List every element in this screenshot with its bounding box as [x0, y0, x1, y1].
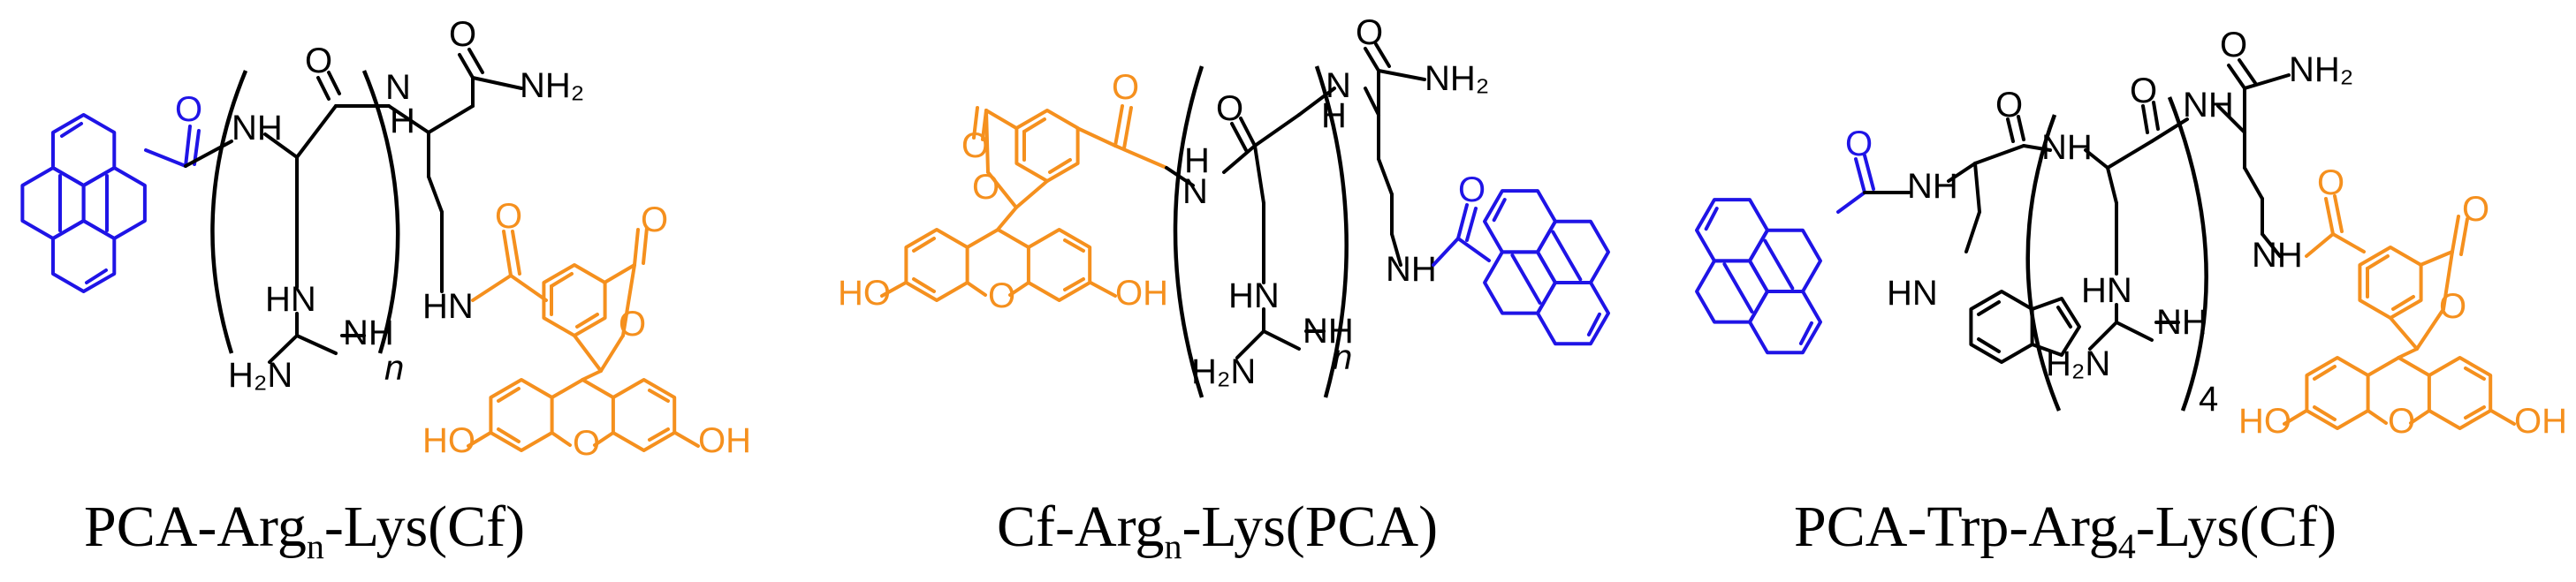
amide-h-1: H — [390, 102, 415, 140]
repeat-count-n-2: n — [1333, 338, 1352, 377]
guanidine-nh-3: NH — [2156, 303, 2207, 342]
cf-carbonyl-oxygen-2: O — [1112, 68, 1139, 107]
cf-hydroxyl-right-2: OH — [1115, 274, 1168, 313]
terminal-amide-nh2-2: NH₂ — [1425, 59, 1489, 98]
cf-carbonyl-oxygen-1: O — [495, 197, 522, 236]
structure-cf-arg-lys-pca: O O O O HO OH — [838, 13, 1645, 566]
cf-lactone-oxygen-top-2: O — [961, 126, 989, 165]
cf-hydroxyl-left-2: HO — [838, 274, 891, 313]
fluorescein-ring-icon — [542, 263, 607, 337]
cf-hydroxyl-left-3: HO — [2238, 402, 2291, 441]
fluorescein-ring-icon — [1014, 109, 1080, 183]
cf-lactone-oxygen-1: O — [619, 305, 646, 344]
amide-h-2: H — [1184, 141, 1210, 180]
amide-n-2b: N — [1326, 66, 1351, 105]
fluorescein-linker-bonds-1 — [471, 230, 548, 302]
pyrene-carbonyl-oxygen: O — [175, 90, 202, 129]
cf-hydroxyl-right-3: OH — [2514, 402, 2567, 441]
terminal-amide-nh2-1: NH₂ — [520, 66, 584, 105]
repeat-bracket-right-1 — [361, 70, 400, 354]
cf-hydroxyl-left-1: HO — [422, 421, 475, 460]
cf-hydroxyl-right-1: OH — [698, 421, 751, 460]
lysine-side-nh-2: NH — [1386, 250, 1437, 289]
indole-nh: HN — [1887, 274, 1938, 313]
caption-1: PCA-Argn-Lys(Cf) — [84, 495, 525, 566]
amide-nh-3: NH — [1907, 167, 1958, 206]
guanidine-hn-1: HN — [265, 280, 316, 319]
repeat-count-n-1: n — [384, 349, 404, 388]
repeat-bracket-left-2 — [1173, 65, 1204, 398]
amide-n-1: N — [385, 68, 411, 107]
cf-lactone-oxygen-3: O — [2439, 287, 2466, 326]
terminal-oxygen-1: O — [449, 15, 476, 54]
pyrene-ring-icon — [1660, 167, 1858, 385]
cf-carbonyl-oxygen-3: O — [2317, 163, 2344, 202]
carbonyl-oxygen-2: O — [1216, 89, 1243, 128]
pyrene-ring-icon — [20, 113, 147, 293]
indole-ring-icon — [1969, 290, 2081, 364]
backbone-bonds-1 — [184, 48, 523, 364]
xanthene-oxygen-3: O — [2388, 402, 2415, 441]
carbonyl-oxygen-1: O — [305, 42, 332, 80]
terminal-oxygen-3: O — [2220, 26, 2247, 64]
lysine-side-nh-1: HN — [422, 287, 474, 326]
carbonyl-oxygen-3b: O — [2130, 72, 2157, 110]
repeat-count-4: 4 — [2199, 380, 2218, 419]
amide-nh-1: NH — [232, 109, 283, 147]
guanidine-h2n-3: H₂N — [2046, 344, 2110, 383]
repeat-bracket-right-3 — [2167, 96, 2208, 412]
guanidine-hn-2: HN — [1228, 276, 1280, 315]
cf-lactone-oxygen-top-1: O — [641, 200, 668, 239]
structure-pca-arg-lys-cf: O NH O N — [20, 15, 751, 566]
guanidine-h2n-1: H₂N — [228, 356, 293, 395]
xanthene-oxygen-2: O — [988, 276, 1015, 315]
structure-pca-trp-arg-lys-cf: O — [1660, 26, 2567, 566]
terminal-amide-nh2-3: NH₂ — [2289, 50, 2353, 89]
pyrene-carbonyl-oxygen-2: O — [1458, 170, 1486, 209]
guanidine-h2n-2: H₂N — [1191, 352, 1256, 391]
pyrene-carbonyl-oxygen-3: O — [1845, 125, 1873, 163]
terminal-oxygen-2: O — [1356, 13, 1383, 52]
pyrene-carbonyl-bonds — [144, 125, 201, 168]
repeat-bracket-left-3 — [2025, 114, 2062, 412]
guanidine-hn-3: HN — [2081, 271, 2132, 310]
cf-lactone-oxygen-2: O — [972, 168, 999, 207]
amide-nh-3c: NH — [2183, 86, 2234, 125]
lysine-side-nh-3: NH — [2252, 236, 2303, 275]
repeat-bracket-right-2 — [1314, 65, 1349, 398]
carbonyl-oxygen-3: O — [1995, 86, 2023, 125]
amide-n-2: N — [1182, 172, 1208, 211]
repeat-bracket-left-1 — [210, 70, 248, 354]
xanthene-oxygen-1: O — [573, 424, 600, 463]
guanidine-nh-2: NH — [1303, 312, 1354, 351]
caption-2: Cf-Argn-Lys(PCA) — [997, 495, 1438, 566]
caption-3: PCA-Trp-Arg4-Lys(Cf) — [1794, 495, 2337, 566]
fluorescein-ring-icon — [2358, 246, 2423, 320]
cf-lactone-oxygen-top-3: O — [2462, 190, 2489, 229]
